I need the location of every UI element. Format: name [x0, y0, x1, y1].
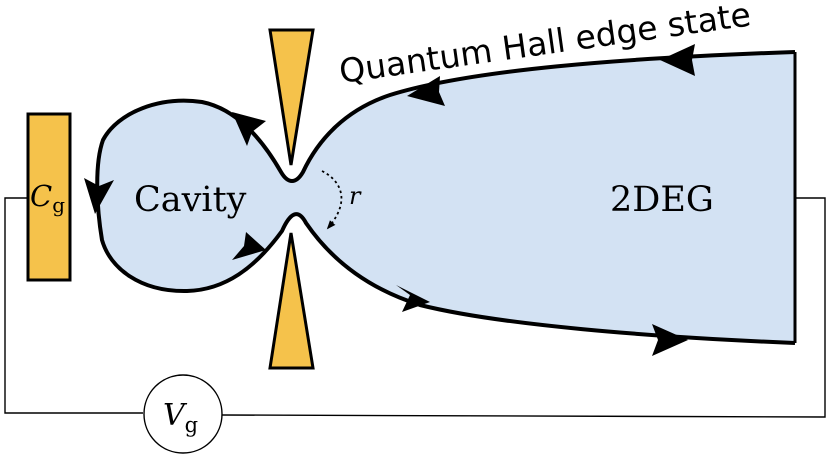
arrow-lower-right-icon [652, 324, 688, 356]
capacitance-subscript: g [52, 193, 65, 217]
reflection-label: r [349, 182, 362, 210]
gate-voltage-label: Vg [163, 398, 198, 437]
wire-right [220, 197, 826, 418]
gate-capacitor-plate [26, 112, 72, 282]
gate-voltage-symbol: V [163, 398, 188, 433]
arrow-cavity-top-icon [232, 112, 266, 146]
arrow-upper-mid-icon [407, 76, 445, 106]
gate-voltage-subscript: g [185, 413, 198, 437]
cavity-label: Cavity [134, 180, 247, 220]
qpc-gates [268, 28, 315, 370]
arrow-cavity-bottom-icon [232, 232, 266, 260]
wire-left [4, 197, 143, 414]
arrow-upper-right-icon [660, 44, 695, 76]
reflection-arrow [321, 170, 343, 230]
electron-gas-region [97, 52, 796, 343]
edge-state-arrows [84, 44, 695, 356]
arrow-cavity-left-icon [84, 178, 114, 214]
gate-circuit [4, 197, 826, 418]
qpc-bottom-gate [268, 232, 315, 370]
capacitance-symbol: C [30, 179, 52, 213]
voltage-source [143, 374, 223, 454]
capacitance-label: Cg [30, 179, 65, 217]
qpc-top-gate [268, 28, 315, 166]
2deg-label: 2DEG [610, 180, 714, 220]
arrow-lower-mid-icon [396, 285, 430, 312]
